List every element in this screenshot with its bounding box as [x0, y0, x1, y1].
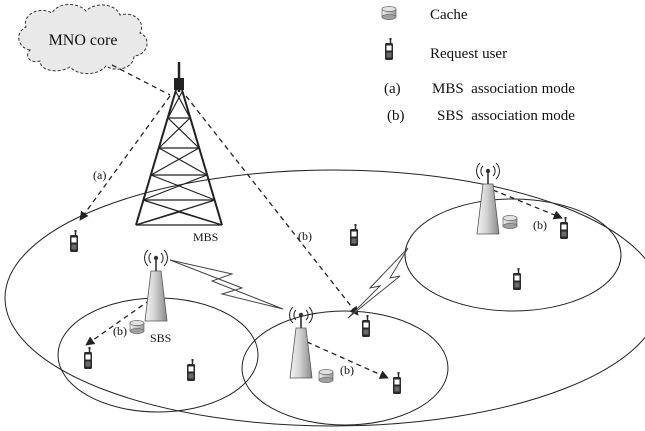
legend-mode-a-label: MBS association mode: [432, 81, 575, 97]
request-user-icon: [362, 315, 370, 337]
backhaul-link: [112, 65, 170, 95]
link-b-label-right: (b): [533, 218, 547, 232]
mno-core-cloud: MNO core: [19, 4, 147, 73]
mbs-label: MBS: [193, 230, 218, 244]
sbs-tower-left: [145, 250, 168, 321]
legend-request-user-icon: [385, 38, 393, 60]
cache-icon: [319, 370, 333, 383]
link-a-label: (a): [93, 168, 106, 182]
wireless-link-left: [170, 260, 283, 309]
legend: Cache Request user (a) MBS association m…: [382, 7, 575, 125]
link-b-label-left: (b): [113, 324, 127, 338]
request-user-icon: [70, 230, 78, 252]
link-b-label-mbs: (b): [298, 229, 312, 243]
legend-mode-a-key: (a): [384, 81, 401, 97]
request-user-icon: [393, 372, 401, 394]
legend-request-user-label: Request user: [430, 46, 507, 62]
request-user-icon: [84, 347, 92, 369]
sbs-tower-right: [477, 163, 500, 234]
cache-icon: [503, 216, 517, 229]
mno-core-label: MNO core: [49, 32, 118, 49]
cache-icon: [130, 321, 144, 334]
wireless-link-right: [348, 248, 408, 318]
legend-mode-b-key: (b): [387, 108, 405, 124]
request-user-icon: [513, 268, 521, 290]
link-mbs-to-user-b: [186, 96, 358, 315]
request-user-icon: [560, 217, 568, 239]
request-user-icon: [350, 224, 358, 246]
legend-mode-b-label: SBS association mode: [437, 108, 575, 124]
link-sbs-right-to-user: [493, 190, 562, 218]
legend-cache-label: Cache: [430, 7, 468, 23]
legend-cache-icon: [382, 7, 396, 20]
request-user-icon: [187, 359, 195, 381]
sbs-label: SBS: [150, 331, 171, 345]
mbs-tower: [136, 62, 222, 225]
link-b-label-middle: (b): [340, 363, 354, 377]
macro-cell-coverage: [5, 170, 645, 426]
